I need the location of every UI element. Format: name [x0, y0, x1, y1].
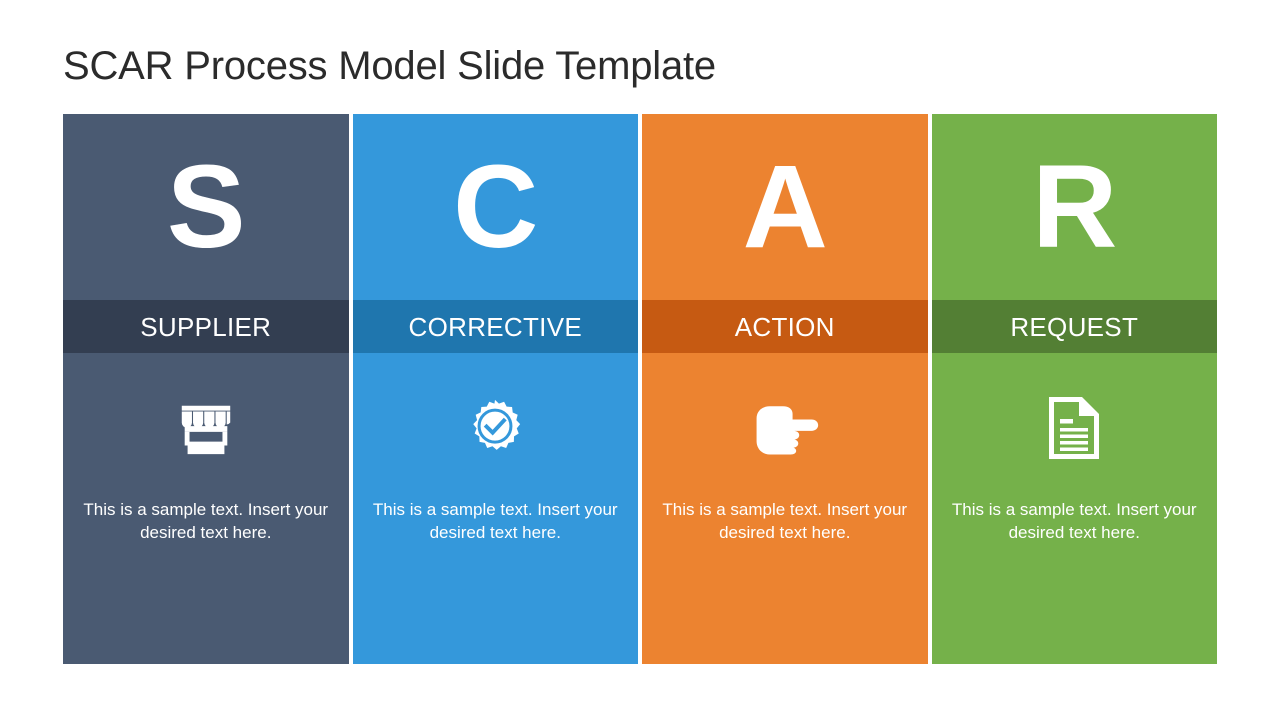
- column-action-body: This is a sample text. Insert your desir…: [642, 353, 928, 664]
- column-request[interactable]: R REQUEST: [931, 114, 1218, 664]
- column-supplier-text: This is a sample text. Insert your desir…: [83, 500, 329, 542]
- column-corrective[interactable]: C CORRECTIVE This is a sample text. Inse…: [352, 114, 639, 664]
- column-action-band: ACTION: [642, 300, 928, 353]
- column-action-label: ACTION: [734, 311, 835, 342]
- column-supplier-letter: S: [166, 141, 246, 273]
- column-corrective-text: This is a sample text. Insert your desir…: [372, 500, 618, 542]
- column-supplier-label: SUPPLIER: [140, 311, 272, 342]
- pointing-hand-icon: [749, 395, 821, 461]
- column-corrective-letter: C: [453, 141, 538, 273]
- column-request-band: REQUEST: [931, 300, 1217, 353]
- column-request-label: REQUEST: [1010, 311, 1139, 342]
- column-request-text: This is a sample text. Insert your desir…: [951, 500, 1197, 542]
- column-action-text: This is a sample text. Insert your desir…: [662, 500, 908, 542]
- column-request-letter-zone: R: [932, 114, 1218, 300]
- document-icon: [1047, 395, 1101, 461]
- column-supplier-band: SUPPLIER: [63, 300, 349, 353]
- column-corrective-band: CORRECTIVE: [352, 300, 638, 353]
- scar-columns: S SUPPLIER: [63, 114, 1217, 664]
- column-corrective-label: CORRECTIVE: [408, 311, 582, 342]
- column-corrective-letter-zone: C: [353, 114, 639, 300]
- storefront-icon: [175, 395, 237, 461]
- column-request-letter: R: [1032, 141, 1117, 273]
- page-title: SCAR Process Model Slide Template: [63, 44, 716, 88]
- column-request-body: This is a sample text. Insert your desir…: [932, 353, 1218, 664]
- column-supplier[interactable]: S SUPPLIER: [63, 114, 349, 664]
- column-supplier-letter-zone: S: [63, 114, 349, 300]
- column-action[interactable]: A ACTION This is a sample text. Insert y…: [642, 114, 928, 664]
- check-badge-icon: [465, 395, 525, 461]
- column-action-letter: A: [742, 141, 828, 273]
- column-corrective-body: This is a sample text. Insert your desir…: [353, 353, 639, 664]
- column-supplier-body: This is a sample text. Insert your desir…: [63, 353, 349, 664]
- column-action-letter-zone: A: [642, 114, 928, 300]
